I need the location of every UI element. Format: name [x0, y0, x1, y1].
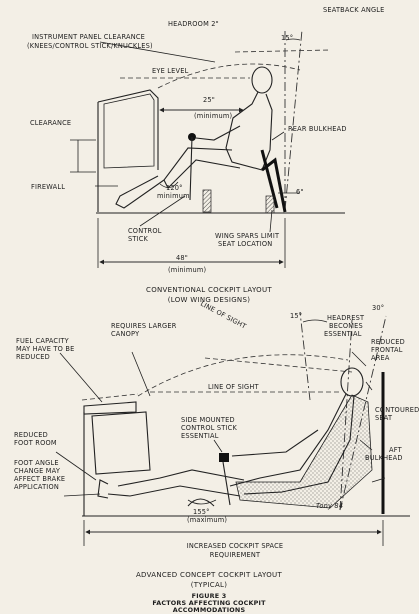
bottom-15-label: 15° [290, 312, 302, 320]
aft-bulkhead-label-2: BULKHEAD [365, 454, 403, 462]
side-stick-label-3: ESSENTIAL [181, 432, 219, 440]
advanced-cockpit-drawing [55, 311, 410, 546]
space-requirement-label-2: REQUIREMENT [210, 551, 261, 559]
dim-25-sub-label: (minimum) [194, 112, 232, 120]
reduced-frontal-label-3: AREA [371, 354, 390, 362]
figure-title-2: ACCOMMODATIONS [173, 606, 246, 614]
wing-spars-label-2: SEAT LOCATION [218, 240, 272, 248]
headrest-label: HEADREST [327, 314, 365, 322]
aft-bulkhead-label: AFT [389, 446, 403, 454]
rear-bulkhead-label: REAR BULKHEAD [288, 125, 347, 133]
space-requirement-label: INCREASED COCKPIT SPACE [187, 542, 284, 550]
reduced-foot-label: REDUCED [14, 431, 48, 439]
seatback-15-label: 15° [281, 34, 293, 42]
conventional-caption: CONVENTIONAL COCKPIT LAYOUT [146, 286, 272, 294]
line-of-sight-label: LINE OF SIGHT [208, 383, 259, 391]
advanced-caption: ADVANCED CONCEPT COCKPIT LAYOUT [136, 571, 283, 579]
fuel-capacity-label-3: REDUCED [16, 353, 50, 361]
control-stick-label-2: STICK [128, 235, 149, 243]
figure-title: FACTORS AFFECTING COCKPIT [152, 599, 266, 607]
angle-155-sub-label: (maximum) [187, 516, 227, 524]
dim-25-label: 25" [203, 96, 215, 104]
advanced-caption-sub: (TYPICAL) [191, 581, 228, 589]
eye-level-label: EYE LEVEL [152, 67, 189, 75]
control-stick-label: CONTROL [128, 227, 162, 235]
wing-spars-label: WING SPARS LIMIT [215, 232, 280, 240]
side-stick-label-2: CONTROL STICK [181, 424, 237, 432]
instrument-panel-sub-label: (KNEES/CONTROL STICK/KNUCKLES) [27, 42, 153, 50]
clearance-label: CLEARANCE [30, 119, 71, 127]
reduced-foot-label-2: FOOT ROOM [14, 439, 57, 447]
angle-155-label: 155° [193, 508, 210, 516]
foot-angle-label-2: CHANGE MAY [14, 467, 61, 475]
foot-angle-label-3: AFFECT BRAKE [14, 475, 65, 483]
headrest-label-2: BECOMES [329, 322, 363, 330]
pilot-figure-top [115, 66, 273, 209]
artist-signature: Tony 84 [316, 502, 343, 510]
line-of-sight-diagonal-label: LINE OF SIGHT [199, 300, 248, 331]
conventional-cockpit-drawing [70, 29, 345, 268]
canopy-label: REQUIRES LARGER [111, 322, 177, 330]
angle-120-sub-label: minimum [157, 192, 190, 200]
seatback-angle-label: SEATBACK ANGLE [323, 6, 385, 14]
headroom-label: HEADROOM 2" [168, 20, 219, 28]
figure-number: FIGURE 3 [192, 592, 227, 600]
contoured-seat-label-2: SEAT [375, 414, 393, 422]
side-stick-label: SIDE MOUNTED [181, 416, 235, 424]
canopy-label-2: CANOPY [111, 330, 140, 338]
dim-6-label: 6" [296, 188, 304, 196]
reduced-frontal-label: REDUCED [371, 338, 405, 346]
pilot-figure-bottom [97, 367, 364, 499]
angle-120-label: 120° [166, 184, 183, 192]
dim-48-label: 48" [176, 254, 188, 262]
dim-48-sub-label: (minimum) [168, 266, 206, 274]
firewall-label: FIREWALL [31, 183, 65, 191]
instrument-panel-label: INSTRUMENT PANEL CLEARANCE [32, 33, 145, 41]
fuel-capacity-label-2: MAY HAVE TO BE [16, 345, 74, 353]
contoured-seat-label: CONTOURED [375, 406, 419, 414]
angle-30-label: 30° [372, 304, 384, 312]
foot-angle-label-4: APPLICATION [14, 483, 59, 491]
conventional-caption-sub: (LOW WING DESIGNS) [168, 296, 250, 304]
fuel-capacity-label: FUEL CAPACITY [16, 337, 70, 345]
foot-angle-label: FOOT ANGLE [14, 459, 59, 467]
reduced-frontal-label-2: FRONTAL [371, 346, 403, 354]
headrest-label-3: ESSENTIAL [324, 330, 362, 338]
